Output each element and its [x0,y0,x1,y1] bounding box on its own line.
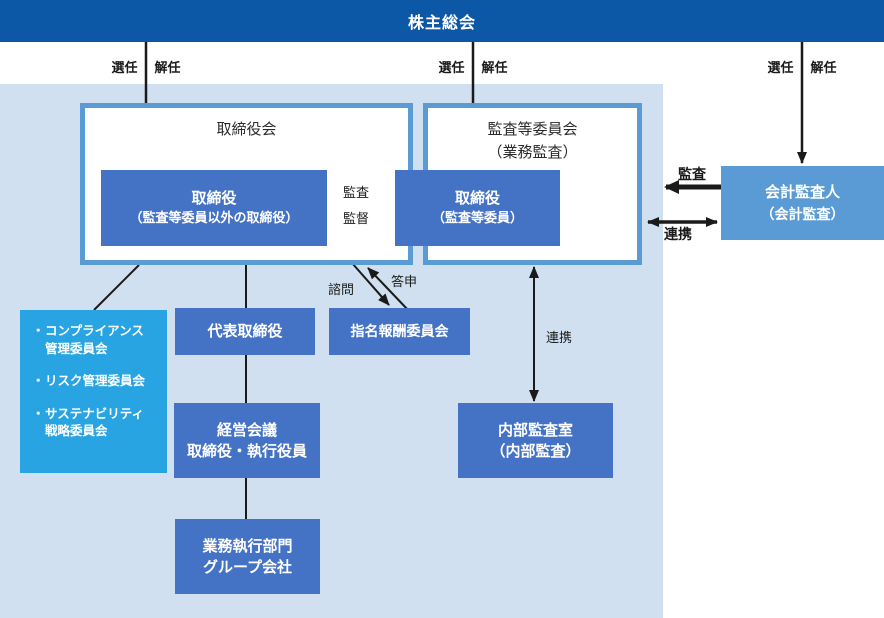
report-label: 答申 [391,274,418,289]
execution-divisions-line1: 業務執行部門 [202,537,293,555]
bullet: ・ [32,324,45,338]
directors-member-box: 取締役 （監査等委員以外の取締役） [101,170,327,246]
consultation-label: 諮問 [328,282,355,297]
committee-item-text: リスク管理委員会 [45,373,157,391]
committee-item-sustainability: ・ サステナビリティ 戦略委員会 [32,406,157,441]
appoint-label: 選任 [767,60,794,75]
committee-item-text: コンプライアンス 管理委員会 [45,323,157,358]
board-of-directors-title: 取締役会 [216,121,277,138]
execution-divisions-box: 業務執行部門 グループ会社 [175,519,320,594]
audit-committee-title: 監査等委員会 （業務監査） [428,119,637,164]
audit-label: 監査 [343,185,370,200]
representative-director-label: 代表取締役 [207,323,283,340]
audit-members-line2: （監査等委員） [431,210,523,226]
internal-committees-box: ・ コンプライアンス 管理委員会 ・ リスク管理委員会 ・ サステナビリティ 戦… [20,310,167,473]
accounting-auditor-line1: 会計監査人 [764,183,840,201]
representative-director-box: 代表取締役 [175,308,315,355]
bullet: ・ [32,374,45,388]
appoint-label: 選任 [438,60,465,75]
directors-member-line2: （監査等委員以外の取締役） [129,210,299,226]
appointment-labels-directors: 選任 解任 [76,57,216,76]
cooperation-horizontal-label: 連携 [664,226,692,242]
audit-bold-label: 監査 [678,166,706,182]
shareholders-meeting-label: 株主総会 [407,15,476,32]
line1: コンプライアンス [45,324,144,338]
nomination-compensation-label: 指名報酬委員会 [350,322,449,339]
accounting-auditor-line2: （会計監査） [760,205,845,222]
committee-item-text: サステナビリティ 戦略委員会 [45,406,157,441]
execution-divisions-line2: グループ会社 [202,558,293,576]
management-meeting-line2: 取締役・執行役員 [186,442,307,460]
accounting-auditor-box: 会計監査人 （会計監査） [721,166,884,240]
line1: サステナビリティ [45,406,145,421]
appoint-label: 選任 [111,60,138,75]
audit-committee-title-line1: 監査等委員会 [487,121,578,138]
internal-audit-office-box: 内部監査室 （内部監査） [458,403,613,478]
dismiss-label: 解任 [810,60,837,75]
supervise-label: 監督 [343,211,370,226]
committee-item-compliance: ・ コンプライアンス 管理委員会 [32,323,157,358]
line2: 管理委員会 [45,341,108,356]
management-meeting-box: 経営会議 取締役・執行役員 [174,403,320,478]
audit-members-line1: 取締役 [454,190,500,208]
internal-audit-line2: （内部監査） [490,442,581,460]
cooperation-vertical-label: 連携 [546,330,573,345]
committee-item-risk: ・ リスク管理委員会 [32,373,157,391]
management-meeting-line1: 経営会議 [216,421,277,439]
audit-committee-title-line2: （業務監査） [487,143,578,161]
nomination-compensation-box: 指名報酬委員会 [329,308,470,355]
line2: 戦略委員会 [45,424,108,438]
directors-member-line1: 取締役 [191,190,237,208]
bullet: ・ [32,406,45,421]
internal-audit-line1: 内部監査室 [497,421,573,439]
appointment-labels-accounting-auditor: 選任 解任 [732,57,872,76]
line1: リスク管理委員会 [45,374,146,388]
dismiss-label: 解任 [154,60,181,75]
audit-members-box: 取締役 （監査等委員） [395,170,560,246]
shareholders-meeting-bar: 株主総会 [0,0,884,42]
appointment-labels-audit-members: 選任 解任 [403,57,543,76]
dismiss-label: 解任 [481,60,508,75]
